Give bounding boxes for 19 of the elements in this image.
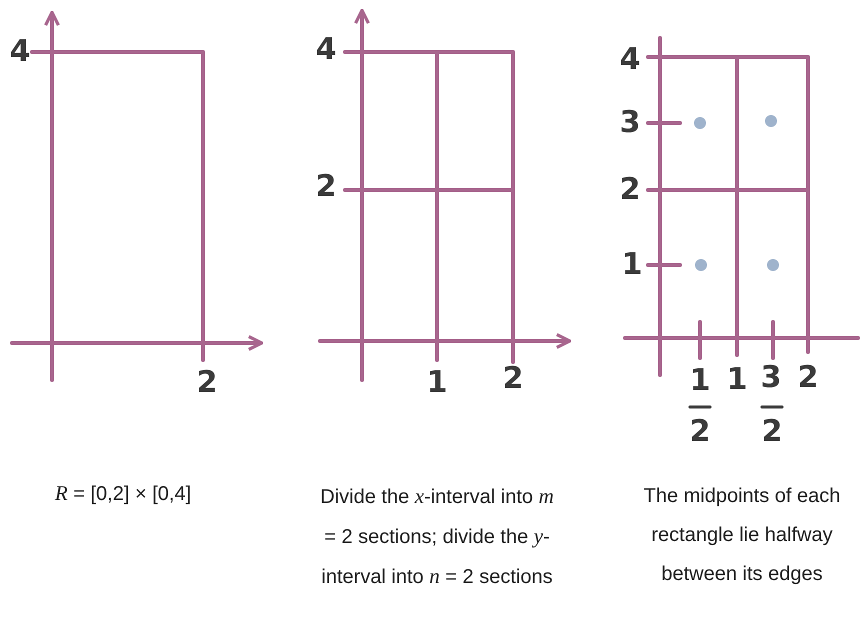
axis-label: 1 (622, 250, 642, 280)
axis-label: 3 (620, 108, 640, 138)
axis-label: 2 (690, 417, 710, 447)
axis-label: 1 (726, 365, 748, 395)
axis-label: 1 (690, 366, 710, 396)
axis-label: 4 (620, 45, 640, 75)
axis-label: 2 (316, 172, 336, 202)
caption: R = [0,2] × [0,4] (54, 480, 192, 507)
axis-label: 1 (426, 368, 448, 398)
axis-label: 4 (316, 35, 336, 65)
axis-label: 2 (762, 417, 782, 447)
caption: The midpoints of each rectangle lie halfway between its edges (642, 484, 842, 587)
axis-label: 2 (620, 175, 640, 205)
axis-label: 4 (10, 37, 30, 67)
axis-label: 2 (196, 368, 218, 398)
axis-label: 3 (760, 363, 782, 393)
axis-label: 2 (798, 363, 818, 393)
caption: Divide the x-interval into m = 2 sections; divide the y-interval into n = 2 sections (319, 483, 555, 590)
axis-label: 2 (502, 364, 524, 394)
